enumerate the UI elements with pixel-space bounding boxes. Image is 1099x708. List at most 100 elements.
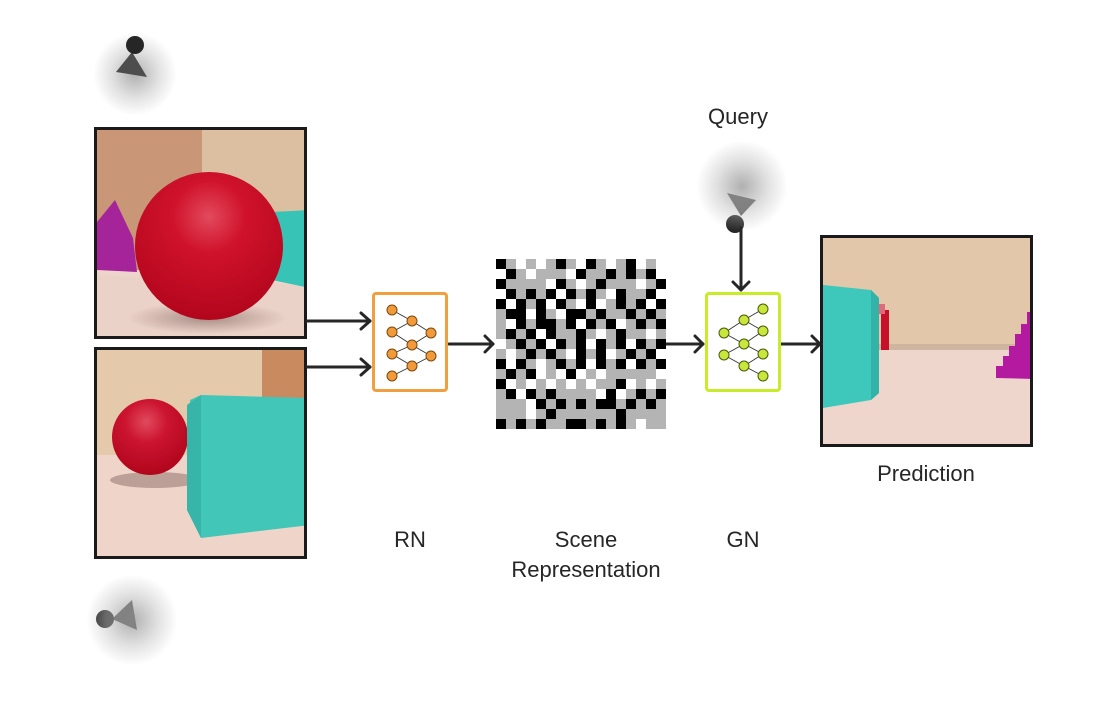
scene-grid-cell <box>606 319 616 329</box>
scene-grid-cell <box>526 399 536 409</box>
scene-grid-cell <box>536 339 546 349</box>
scene-grid-cell <box>566 379 576 389</box>
scene-grid-cell <box>526 269 536 279</box>
scene-grid-cell <box>566 369 576 379</box>
scene-grid-cell <box>596 359 606 369</box>
scene-grid-cell <box>646 359 656 369</box>
scene-grid-cell <box>566 419 576 429</box>
scene-grid-cell <box>636 369 646 379</box>
scene-grid-cell <box>496 419 506 429</box>
scene-grid-cell <box>616 419 626 429</box>
scene-grid-cell <box>536 379 546 389</box>
scene-grid-cell <box>526 349 536 359</box>
scene-grid-cell <box>586 269 596 279</box>
scene-grid-cell <box>546 309 556 319</box>
scene-grid-cell <box>626 259 636 269</box>
scene-grid-cell <box>556 299 566 309</box>
scene-grid-cell <box>556 329 566 339</box>
scene-grid-cell <box>606 409 616 419</box>
scene-grid-cell <box>646 279 656 289</box>
scene-grid-cell <box>556 319 566 329</box>
scene-grid-cell <box>516 339 526 349</box>
scene-grid-cell <box>616 339 626 349</box>
scene-grid-cell <box>636 329 646 339</box>
scene-grid-cell <box>636 309 646 319</box>
scene-grid-cell <box>526 379 536 389</box>
scene-grid-cell <box>576 269 586 279</box>
scene-grid-cell <box>496 379 506 389</box>
scene-grid-cell <box>636 379 646 389</box>
scene-grid-cell <box>506 389 516 399</box>
scene-grid-cell <box>606 369 616 379</box>
scene-grid-cell <box>656 259 666 269</box>
scene-grid-cell <box>536 299 546 309</box>
scene-grid-cell <box>526 279 536 289</box>
scene-grid-cell <box>636 279 646 289</box>
scene-grid-cell <box>616 349 626 359</box>
scene-grid-cell <box>556 349 566 359</box>
camera-halo-bottom <box>86 574 178 666</box>
scene-grid-cell <box>576 259 586 269</box>
scene-grid-cell <box>636 289 646 299</box>
scene-grid-cell <box>506 349 516 359</box>
scene-grid-cell <box>536 399 546 409</box>
scene-grid-cell <box>646 339 656 349</box>
scene-grid-cell <box>536 289 546 299</box>
scene-grid-cell <box>646 289 656 299</box>
scene-grid-cell <box>596 279 606 289</box>
scene-grid-cell <box>606 259 616 269</box>
scene-grid-cell <box>496 399 506 409</box>
scene-grid-cell <box>496 299 506 309</box>
scene-grid-cell <box>626 269 636 279</box>
scene-grid-cell <box>636 299 646 309</box>
gn-block <box>705 292 781 392</box>
scene-grid-cell <box>496 289 506 299</box>
scene-grid-cell <box>536 409 546 419</box>
scene-grid-cell <box>536 419 546 429</box>
scene-grid-cell <box>646 269 656 279</box>
scene-grid-cell <box>656 299 666 309</box>
arrow-input-top-to-rn <box>305 311 372 331</box>
scene-grid-cell <box>616 299 626 309</box>
scene-grid-cell <box>496 279 506 289</box>
scene-grid-cell <box>546 329 556 339</box>
prediction-image <box>820 235 1033 447</box>
scene-label-line2: Representation <box>511 557 661 582</box>
scene-grid-cell <box>496 269 506 279</box>
scene-grid-cell <box>656 359 666 369</box>
scene-grid-cell <box>596 309 606 319</box>
scene-grid-cell <box>506 279 516 289</box>
scene-grid-cell <box>606 399 616 409</box>
input-image-top <box>94 127 307 339</box>
scene-grid-cell <box>586 389 596 399</box>
scene-grid-cell <box>516 299 526 309</box>
scene-grid-cell <box>636 259 646 269</box>
scene-grid-cell <box>616 269 626 279</box>
scene-grid-cell <box>536 369 546 379</box>
scene-grid-cell <box>556 339 566 349</box>
scene-grid-cell <box>576 319 586 329</box>
scene-grid-cell <box>526 259 536 269</box>
rn-block <box>372 292 448 392</box>
scene-grid-cell <box>606 269 616 279</box>
scene-grid-cell <box>636 349 646 359</box>
arrow-rn-to-scene <box>447 334 495 354</box>
scene-grid-cell <box>556 369 566 379</box>
scene-grid-cell <box>506 369 516 379</box>
scene-grid-cell <box>626 389 636 399</box>
scene-grid-cell <box>506 289 516 299</box>
scene-representation-grid <box>496 259 666 429</box>
scene-grid-cell <box>506 339 516 349</box>
scene-grid-cell <box>646 299 656 309</box>
scene-grid-cell <box>506 329 516 339</box>
scene-grid-cell <box>616 319 626 329</box>
scene-grid-cell <box>656 369 666 379</box>
scene-grid-cell <box>626 349 636 359</box>
scene-grid-cell <box>556 399 566 409</box>
scene-grid-cell <box>596 339 606 349</box>
scene-grid-cell <box>576 389 586 399</box>
scene-grid-cell <box>516 419 526 429</box>
scene-grid-cell <box>566 359 576 369</box>
arrow-query-to-gn <box>731 226 751 292</box>
scene-grid-cell <box>576 299 586 309</box>
